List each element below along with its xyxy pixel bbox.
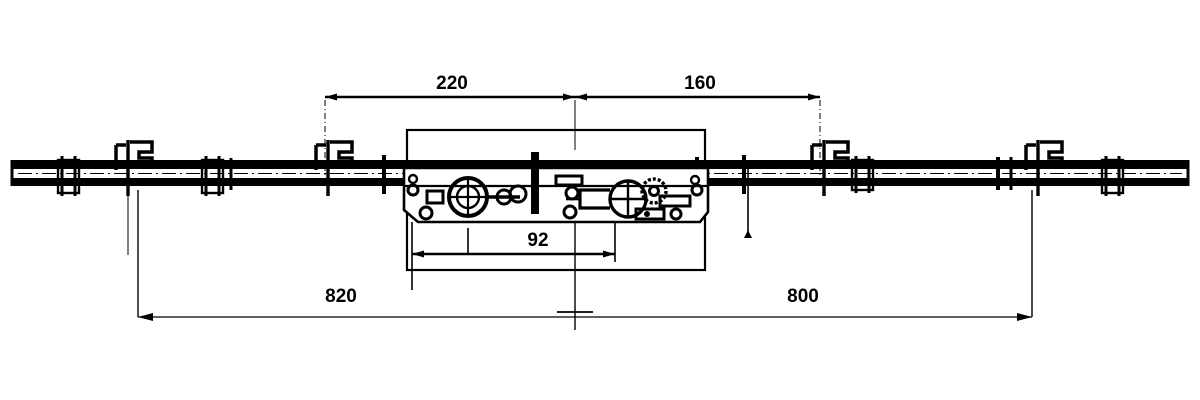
hook-bolt-right-1: [810, 100, 850, 196]
dimension-220: 220: [324, 73, 576, 175]
hook-claw: [1040, 140, 1064, 168]
dimension-92: 92: [411, 222, 616, 290]
latch-block: [554, 174, 584, 187]
center-mark: [557, 222, 593, 330]
gear-teeth-circle: [640, 177, 668, 205]
spindle-bar: [531, 152, 539, 214]
hook-claw: [330, 140, 354, 168]
arrowhead-left: [575, 93, 587, 101]
fixing-hole-upper-left: [407, 173, 419, 185]
cam-housing: [850, 158, 875, 192]
roller-cam-3: [850, 156, 875, 193]
gear-bore: [648, 185, 660, 197]
arrowhead-left: [138, 313, 153, 321]
dimension-label-800: 800: [787, 286, 819, 307]
hook-shank: [810, 143, 822, 170]
hook-bolt-left-2: [314, 100, 354, 196]
arrowhead-left: [412, 250, 424, 258]
roller-cam-4: [1100, 156, 1125, 196]
keyway-hole-lower: [562, 204, 578, 220]
dimension-820: 820: [137, 190, 575, 321]
arrowhead-left: [325, 93, 337, 101]
gearbox-body: [402, 152, 710, 224]
roller-cam-group: [56, 156, 1125, 196]
faceplate-top-edge: [12, 160, 1188, 169]
arrowhead-right: [563, 93, 575, 101]
dimension-label-820: 820: [325, 286, 357, 307]
euro-cylinder-profile: [562, 179, 648, 220]
dimension-label-220: 220: [436, 73, 468, 94]
drive-gear: [640, 177, 668, 205]
hook-bolt-left-1: [114, 140, 154, 255]
hook-shank: [314, 143, 326, 170]
fixing-hole-lower-left: [418, 205, 434, 221]
fixing-hole-lower-right: [669, 207, 683, 221]
arrowhead-case-down: [744, 230, 752, 238]
slider-keeper: [634, 207, 666, 221]
fixing-lug-left: [425, 189, 445, 205]
fixing-hole-mid-right: [690, 183, 704, 197]
dimension-800: 800: [575, 190, 1033, 321]
arrowhead-right: [1017, 313, 1032, 321]
arrowhead-right: [808, 93, 820, 101]
hook-shank: [1024, 143, 1036, 170]
dimension-label-92: 92: [527, 230, 548, 251]
dimension-label-160: 160: [684, 73, 716, 94]
cam-housing: [200, 158, 225, 195]
roller-cam-2: [200, 156, 233, 196]
hook-shank: [114, 143, 126, 170]
handle-follower: [447, 176, 489, 218]
slider-bar: [658, 194, 692, 208]
dimension-160: 160: [575, 73, 821, 175]
hook-claw: [826, 140, 850, 168]
cam-housing: [56, 158, 81, 195]
roller-cam-1: [56, 156, 81, 196]
cam-housing: [1100, 158, 1125, 195]
linkage-roller: [508, 184, 528, 204]
fixing-hole-mid-left: [406, 183, 420, 197]
slider-pin: [644, 211, 650, 217]
arrowhead-right: [603, 250, 615, 258]
hook-claw: [130, 140, 154, 168]
